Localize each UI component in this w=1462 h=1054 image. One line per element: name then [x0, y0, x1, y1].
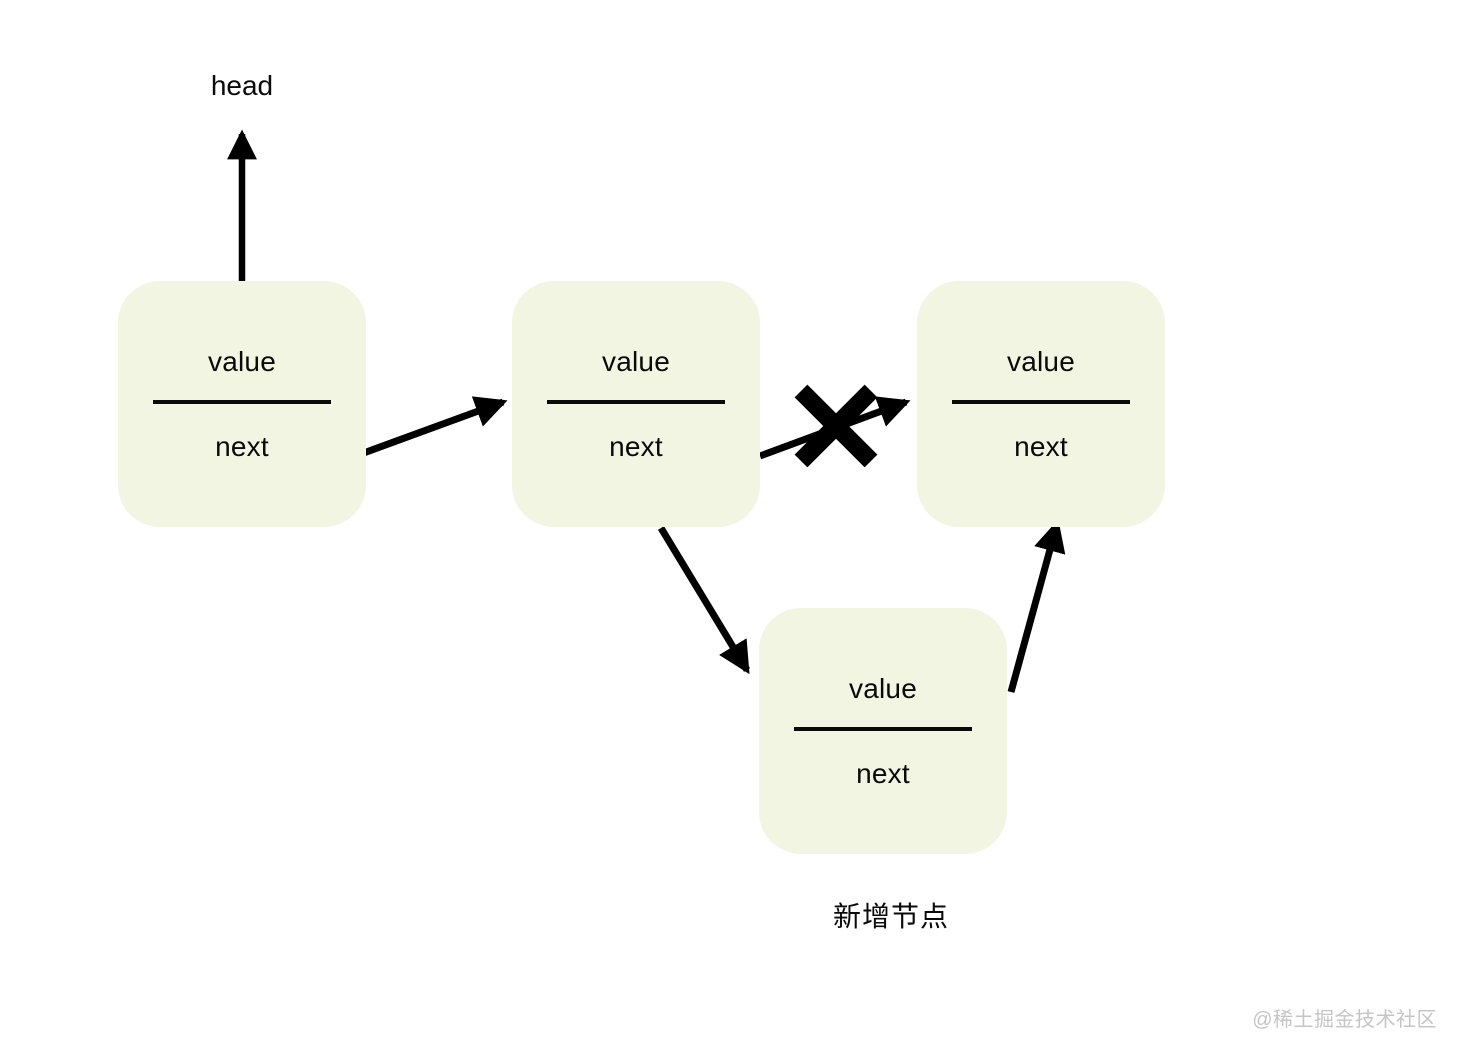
list-node-3: value next [917, 281, 1165, 527]
node-value-label: value [1007, 346, 1075, 378]
watermark-text: @稀土掘金技术社区 [1252, 1009, 1437, 1031]
node-next-label: next [1014, 431, 1068, 463]
node-divider [546, 400, 726, 405]
node-next-label: next [215, 431, 269, 463]
node-divider [793, 727, 973, 732]
arrow-node2-to-new-node [658, 526, 750, 675]
list-node-1: value next [118, 281, 366, 527]
node-divider [152, 400, 332, 405]
node-next-label: next [609, 431, 663, 463]
node-divider [951, 400, 1131, 405]
node-value-label: value [602, 346, 670, 378]
head-pointer-label: head [210, 70, 274, 101]
arrow-new-node-to-node3 [1007, 519, 1066, 693]
list-node-new: value next [759, 608, 1007, 854]
new-node-caption: 新增节点 [832, 901, 949, 932]
list-node-2: value next [512, 281, 760, 527]
node-next-label: next [856, 758, 910, 790]
node-value-label: value [208, 346, 276, 378]
arrow-node1-to-node2 [348, 396, 508, 462]
broken-link-x-icon [794, 384, 878, 468]
node-value-label: value [849, 673, 917, 705]
